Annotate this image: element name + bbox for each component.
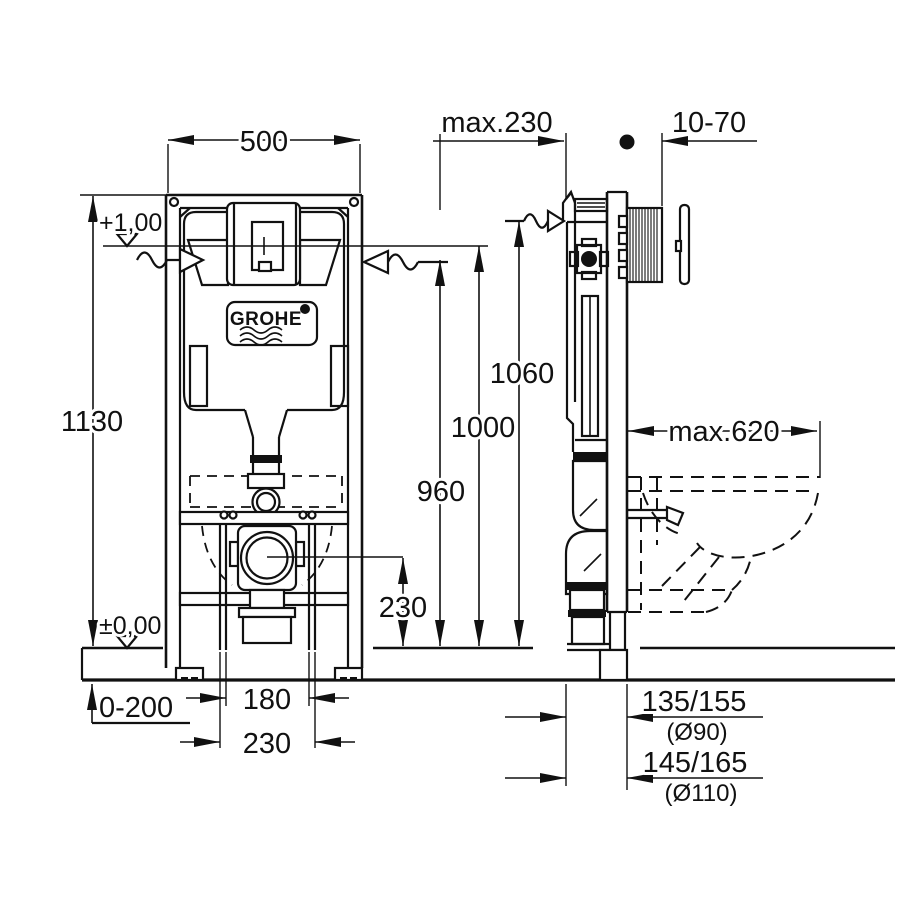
dim-drain-height-label: 230 bbox=[379, 592, 427, 624]
dim-outlet110-label: 145/165 bbox=[643, 747, 748, 779]
wall-reference-dot bbox=[619, 134, 635, 150]
wc-bowl-dashed bbox=[628, 476, 820, 613]
side-view-frame bbox=[561, 189, 820, 682]
upper-crossbar bbox=[178, 510, 350, 526]
bowl-fixing-rod bbox=[628, 508, 667, 520]
level-plus-label: +1,00 bbox=[99, 209, 162, 237]
dim-width-label: 500 bbox=[240, 126, 288, 158]
dim-depth-max-label: max.230 bbox=[441, 107, 552, 139]
frame-screw-right bbox=[348, 196, 360, 208]
dimension-lines bbox=[80, 133, 821, 790]
dim-plate-offset-label: 10-70 bbox=[672, 107, 746, 139]
dim-960-label: 960 bbox=[417, 476, 465, 508]
grohe-logo-text: GROHE bbox=[230, 309, 302, 330]
dim-outlet90-label: 135/155 bbox=[642, 686, 747, 718]
dimension-labels: 500 max.230 10-70 1130 1060 1000 960 +1,… bbox=[58, 104, 783, 810]
water-connection-dot bbox=[581, 251, 597, 267]
wc-fixing-studs bbox=[218, 524, 317, 650]
outlet-profile bbox=[564, 452, 609, 652]
wall-break-arrow-side bbox=[505, 209, 567, 233]
level-zero-label: ±0,00 bbox=[99, 612, 161, 640]
actuator-access-box bbox=[225, 201, 302, 287]
dim-1000-label: 1000 bbox=[451, 412, 516, 444]
level-symbol-top bbox=[114, 232, 140, 248]
reference-symbols bbox=[103, 209, 567, 650]
cistern-profile bbox=[565, 220, 610, 452]
dim-bowl-depth-label: max.620 bbox=[668, 416, 779, 448]
wall-break-arrow-right bbox=[361, 249, 448, 275]
wall-bracket bbox=[561, 189, 609, 222]
dim-height-total-label: 1130 bbox=[61, 406, 123, 438]
flush-plate bbox=[674, 203, 691, 286]
wall-break-arrow-left bbox=[136, 247, 206, 274]
drain-bend bbox=[228, 524, 306, 645]
grohe-logo: GROHE bbox=[225, 300, 319, 347]
dim-stud-230-label: 230 bbox=[243, 728, 291, 760]
dim-1060-label: 1060 bbox=[490, 358, 555, 390]
frame-screw-left bbox=[168, 196, 180, 208]
floor-lines bbox=[80, 646, 895, 682]
frame-feet bbox=[174, 666, 364, 682]
level-symbol-floor bbox=[114, 634, 140, 650]
dim-feet-range-label: 0-200 bbox=[99, 692, 173, 724]
logo-wave-1 bbox=[239, 326, 283, 334]
dim-outlet90-dia-label: (Ø90) bbox=[666, 719, 727, 746]
logo-registered-dot bbox=[300, 304, 310, 314]
front-view-frame: GROHE bbox=[164, 193, 364, 682]
dim-outlet110-dia-label: (Ø110) bbox=[665, 780, 738, 807]
flush-pipe bbox=[243, 409, 289, 517]
logo-wave-3 bbox=[239, 338, 283, 346]
logo-wave-2 bbox=[239, 332, 283, 340]
dim-stud-180-label: 180 bbox=[243, 684, 291, 716]
actuator-spacer-block bbox=[617, 206, 664, 284]
drain-pipe-below-floor bbox=[598, 648, 629, 682]
